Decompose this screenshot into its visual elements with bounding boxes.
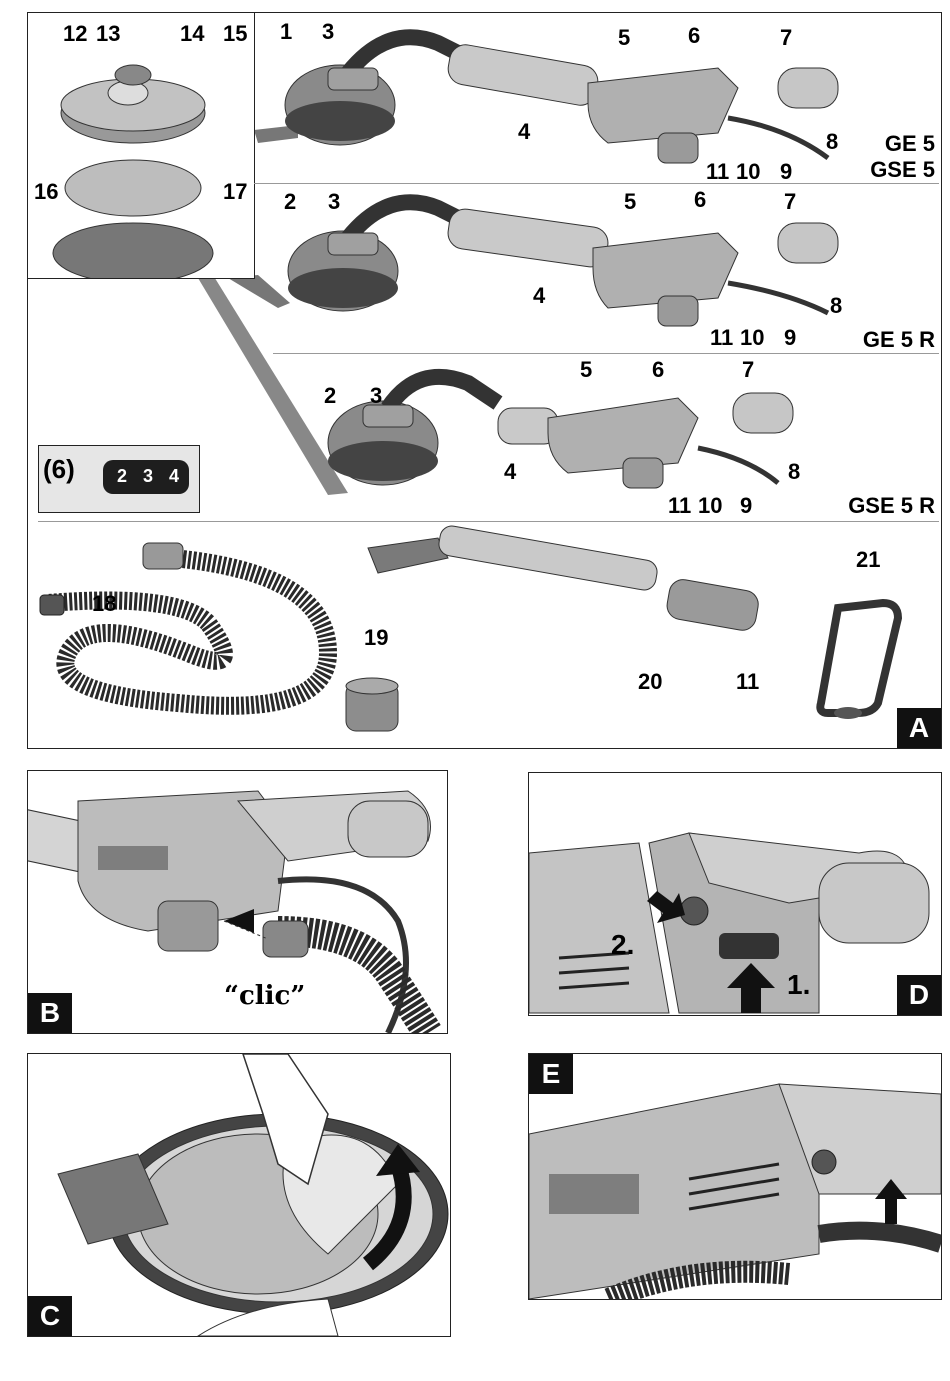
speed-dial-label: (6) xyxy=(43,454,75,485)
sander-ge5r xyxy=(288,202,838,326)
callout-13: 13 xyxy=(96,23,120,45)
model-label-ge5: GE 5 xyxy=(885,131,935,157)
row3-callout-5: 5 xyxy=(580,359,592,381)
callout-17: 17 xyxy=(223,181,247,203)
row1-callout-1: 1 xyxy=(280,21,292,43)
figure-b-panel: “clic” B xyxy=(27,770,448,1034)
model-label-ge5r: GE 5 R xyxy=(863,327,935,353)
callout-21-bracket: 21 xyxy=(856,549,880,571)
figure-d-panel: 1. 2. D xyxy=(528,772,942,1016)
figure-d-drawing xyxy=(529,773,941,1015)
row1-callout-8: 8 xyxy=(826,131,838,153)
model-label-gse5: GSE 5 xyxy=(870,157,935,183)
row1-callout-4: 4 xyxy=(518,121,530,143)
row3-callout-7: 7 xyxy=(742,359,754,381)
callout-19-adapter: 19 xyxy=(364,627,388,649)
suction-hose xyxy=(40,543,328,706)
row1-callout-6: 6 xyxy=(688,25,700,47)
row3-callout-9: 9 xyxy=(740,495,752,517)
sander-gse5r xyxy=(328,377,793,488)
row1-callout-11: 11 xyxy=(706,161,729,183)
extension-pipe xyxy=(368,524,760,632)
row2-callout-5: 5 xyxy=(624,191,636,213)
row3-callout-2: 2 xyxy=(324,385,336,407)
hose-adapter xyxy=(346,678,398,731)
callout-18-hose: 18 xyxy=(92,593,116,615)
row1-callout-5: 5 xyxy=(618,27,630,49)
callout-11-pipe-end: 11 xyxy=(736,671,759,693)
figure-e-drawing xyxy=(529,1054,941,1299)
disc-assembly-drawing xyxy=(28,13,254,278)
row1-callout-7: 7 xyxy=(780,27,792,49)
disc-assembly-inset: 12 13 14 15 16 17 xyxy=(28,13,255,279)
speed-dial-inset: (6) 2 3 4 xyxy=(38,445,200,513)
step-1-label: 1. xyxy=(787,969,810,1001)
row2-callout-4: 4 xyxy=(533,285,545,307)
figure-letter-e: E xyxy=(529,1054,573,1094)
row1-callout-3: 3 xyxy=(322,21,334,43)
row1-callout-9: 9 xyxy=(780,161,792,183)
speed-dial-value-2: 2 xyxy=(117,466,127,487)
figure-c-drawing xyxy=(28,1054,450,1336)
row1-callout-10: 10 xyxy=(736,161,760,183)
figure-letter-a: A xyxy=(897,708,941,748)
step-2-label: 2. xyxy=(611,929,634,961)
figure-e-panel: E xyxy=(528,1053,942,1300)
figure-a-panel: 12 13 14 15 16 17 (6) 2 3 4 1 3 4 5 6 7 … xyxy=(27,12,942,749)
row-separator-1 xyxy=(254,183,939,184)
callout-15: 15 xyxy=(223,23,247,45)
figure-letter-d: D xyxy=(897,975,941,1015)
callout-16: 16 xyxy=(34,181,58,203)
speed-dial-value-4: 4 xyxy=(169,466,179,487)
model-label-gse5r: GSE 5 R xyxy=(848,493,935,519)
sander-ge5 xyxy=(285,37,838,163)
figure-c-panel: C xyxy=(27,1053,451,1337)
row2-callout-11: 11 xyxy=(710,327,733,349)
figure-letter-b: B xyxy=(28,993,72,1033)
row-separator-2 xyxy=(273,353,939,354)
row2-callout-2: 2 xyxy=(284,191,296,213)
row3-callout-11: 11 xyxy=(668,495,691,517)
click-sound-label: “clic” xyxy=(224,981,305,1011)
row3-callout-6: 6 xyxy=(652,359,664,381)
row2-callout-3: 3 xyxy=(328,191,340,213)
speed-dial-value-3: 3 xyxy=(143,466,153,487)
row3-callout-3: 3 xyxy=(370,385,382,407)
row3-callout-8: 8 xyxy=(788,461,800,483)
row2-callout-9: 9 xyxy=(784,327,796,349)
callout-20-pipe: 20 xyxy=(638,671,662,693)
row-separator-3 xyxy=(38,521,939,522)
row2-callout-10: 10 xyxy=(740,327,764,349)
row3-callout-10: 10 xyxy=(698,495,722,517)
row2-callout-8: 8 xyxy=(830,295,842,317)
row2-callout-6: 6 xyxy=(694,189,706,211)
handle-bracket xyxy=(820,603,898,719)
callout-12: 12 xyxy=(63,23,87,45)
row2-callout-7: 7 xyxy=(784,191,796,213)
figure-letter-c: C xyxy=(28,1296,72,1336)
row3-callout-4: 4 xyxy=(504,461,516,483)
callout-14: 14 xyxy=(180,23,204,45)
